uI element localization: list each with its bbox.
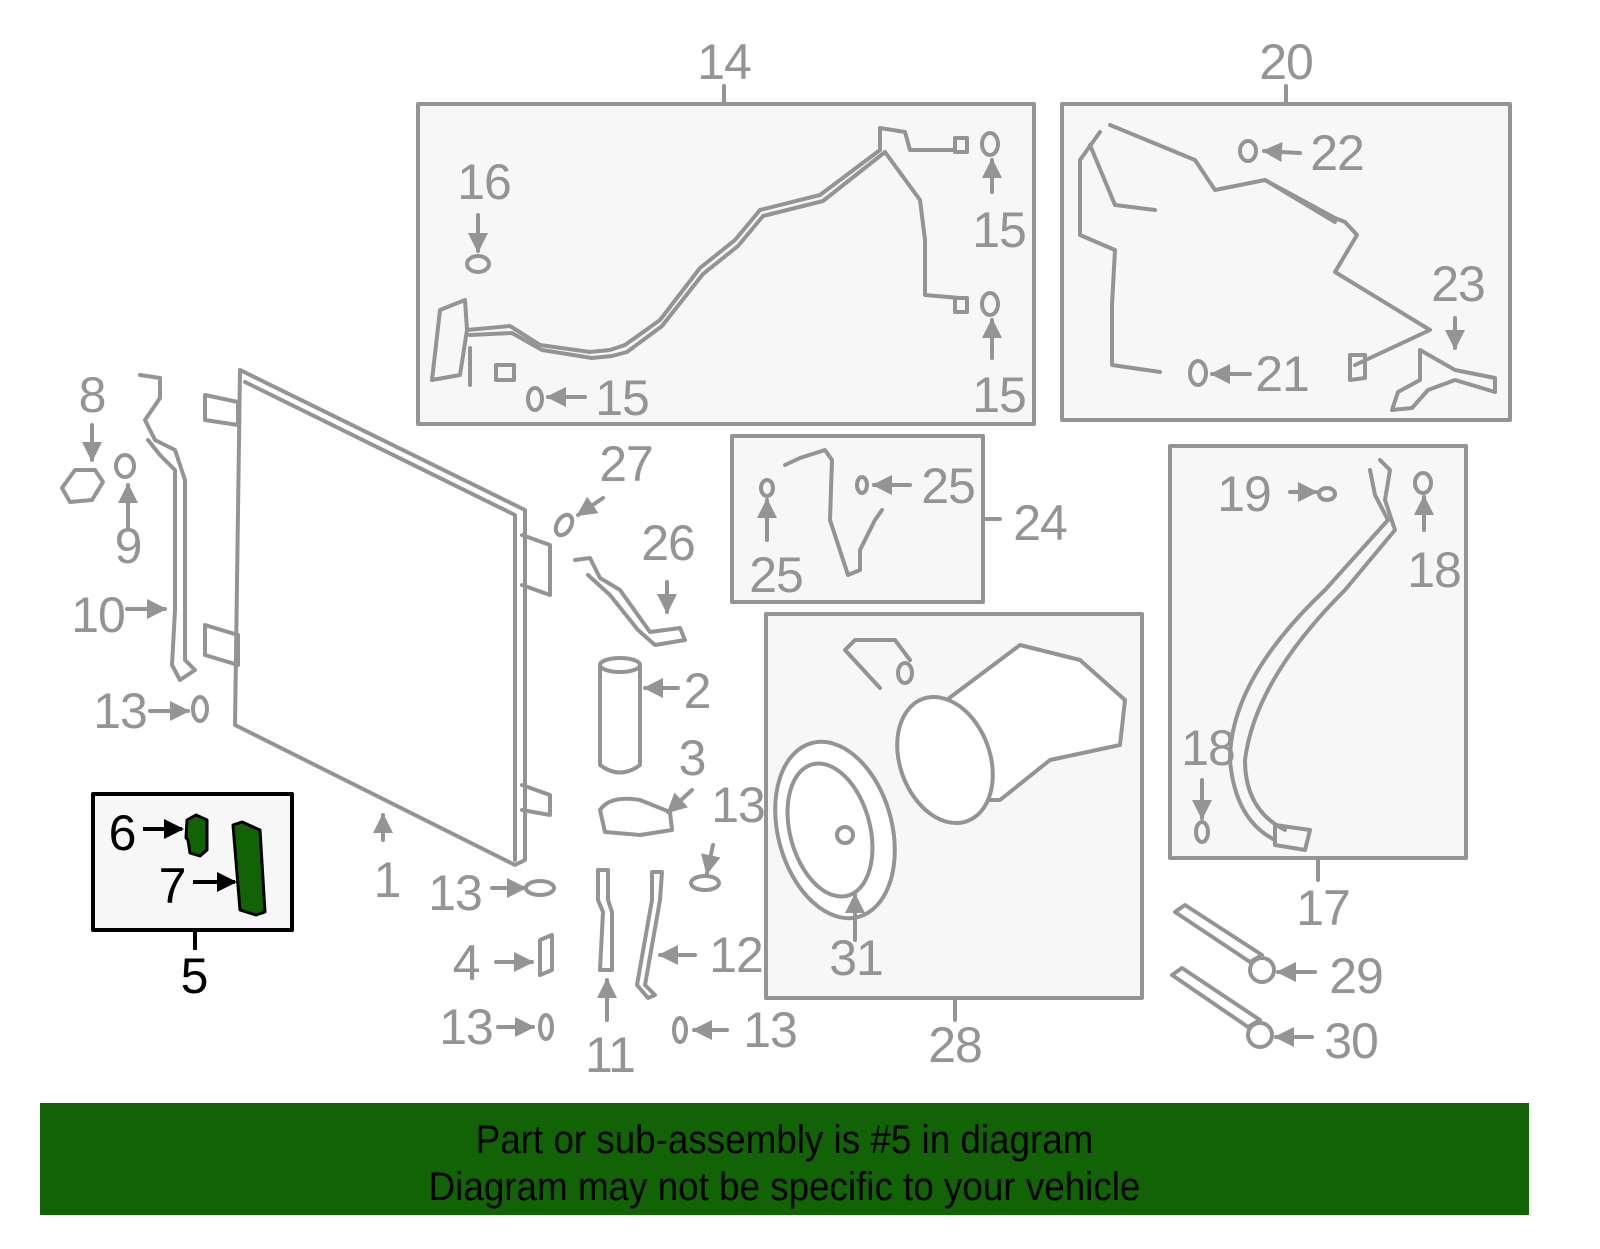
callout-20[interactable]: 20 — [1259, 34, 1314, 90]
callout-10[interactable]: 10 — [71, 587, 126, 643]
callout-27[interactable]: 27 — [599, 436, 654, 492]
callout-18[interactable]: 18 — [1407, 542, 1462, 598]
parts-4-11-12-13 — [490, 843, 729, 1044]
callout-13[interactable]: 13 — [711, 777, 766, 833]
callout-19[interactable]: 19 — [1217, 466, 1272, 522]
callout-31[interactable]: 31 — [829, 930, 884, 986]
box-17-hose-assembly — [1168, 444, 1468, 882]
banner-line-part-number: Part or sub-assembly is #5 in diagram — [475, 1118, 1094, 1162]
callout-3[interactable]: 3 — [678, 730, 707, 786]
box-28-compressor — [764, 612, 1144, 1022]
callout-18[interactable]: 18 — [1181, 720, 1236, 776]
callout-28[interactable]: 28 — [928, 1017, 983, 1073]
callout-23[interactable]: 23 — [1431, 256, 1486, 312]
box-14-line-assembly — [416, 84, 1036, 426]
callout-13[interactable]: 13 — [439, 999, 494, 1055]
callout-26[interactable]: 26 — [641, 515, 696, 571]
box-5-highlighted-sub-assembly[interactable] — [91, 792, 294, 950]
callout-6[interactable]: 6 — [108, 805, 137, 861]
part-7-green — [231, 820, 267, 917]
info-banner: Part or sub-assembly is #5 in diagram Di… — [40, 1103, 1529, 1215]
callout-7[interactable]: 7 — [158, 858, 187, 914]
callout-29[interactable]: 29 — [1329, 948, 1384, 1004]
bolts-29-30 — [1170, 903, 1317, 1049]
callout-4[interactable]: 4 — [452, 935, 481, 991]
callout-15[interactable]: 15 — [595, 370, 650, 426]
callout-14[interactable]: 14 — [697, 34, 752, 90]
callout-12[interactable]: 12 — [709, 927, 764, 983]
callout-2[interactable]: 2 — [683, 663, 712, 719]
callout-15[interactable]: 15 — [972, 367, 1027, 423]
callout-11[interactable]: 11 — [585, 1027, 636, 1083]
callout-17[interactable]: 17 — [1296, 880, 1351, 936]
parts-2-3-26-27 — [553, 496, 694, 837]
callout-8[interactable]: 8 — [78, 367, 107, 423]
callout-22[interactable]: 22 — [1310, 125, 1365, 181]
part-6-green — [184, 813, 209, 858]
callout-13[interactable]: 13 — [743, 1002, 798, 1058]
box-24-hose-assembly — [730, 434, 1002, 604]
callout-13[interactable]: 13 — [93, 683, 148, 739]
banner-line-disclaimer: Diagram may not be specific to your vehi… — [428, 1165, 1141, 1209]
callout-24[interactable]: 24 — [1013, 495, 1068, 551]
callout-30[interactable]: 30 — [1324, 1013, 1379, 1069]
callout-25[interactable]: 25 — [921, 458, 976, 514]
left-parts-8-9-10 — [60, 373, 209, 723]
callout-16[interactable]: 16 — [457, 154, 512, 210]
callout-25[interactable]: 25 — [749, 547, 804, 603]
callout-5[interactable]: 5 — [180, 948, 209, 1004]
condenser — [203, 368, 552, 867]
callout-9[interactable]: 9 — [114, 518, 143, 574]
box-20-line-assembly — [1060, 84, 1512, 422]
callout-21[interactable]: 21 — [1255, 346, 1310, 402]
callout-1[interactable]: 1 — [373, 852, 402, 908]
callout-15[interactable]: 15 — [972, 202, 1027, 258]
callout-13[interactable]: 13 — [428, 865, 483, 921]
